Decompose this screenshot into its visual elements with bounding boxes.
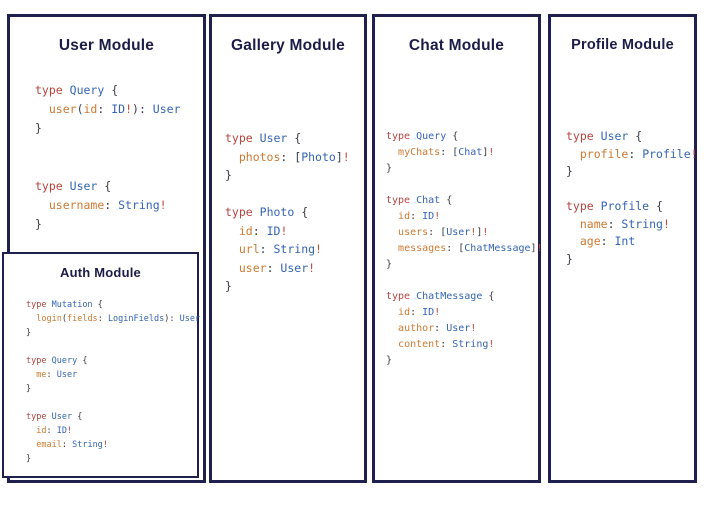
code-block-chat: type Query { myChats: [Chat]!} type Chat… bbox=[386, 131, 543, 366]
code-block-profile: type User { profile: Profile!} type Prof… bbox=[566, 129, 698, 266]
module-title-user: User Module bbox=[58, 37, 155, 54]
code-block-user-query: type Query { user(id: ID!): User} bbox=[35, 83, 181, 135]
code-block-auth: type Mutation { login(fields: LoginField… bbox=[26, 300, 201, 464]
module-title-chat: Chat Module bbox=[408, 37, 505, 54]
module-box-auth: Auth Module type Mutation { login(fields… bbox=[2, 252, 201, 478]
module-title-gallery: Gallery Module bbox=[231, 37, 345, 54]
module-box-chat: Chat Module type Query { myChats: [Chat]… bbox=[372, 14, 543, 483]
module-box-profile: Profile Module type User { profile: Prof… bbox=[548, 14, 698, 483]
module-title-auth: Auth Module bbox=[60, 265, 141, 280]
module-title-profile: Profile Module bbox=[571, 37, 674, 53]
code-block-user-user: type User { username: String!} bbox=[35, 179, 167, 231]
code-block-gallery: type User { photos: [Photo]!} type Photo… bbox=[225, 131, 350, 293]
module-box-gallery: Gallery Module type User { photos: [Phot… bbox=[209, 14, 367, 483]
